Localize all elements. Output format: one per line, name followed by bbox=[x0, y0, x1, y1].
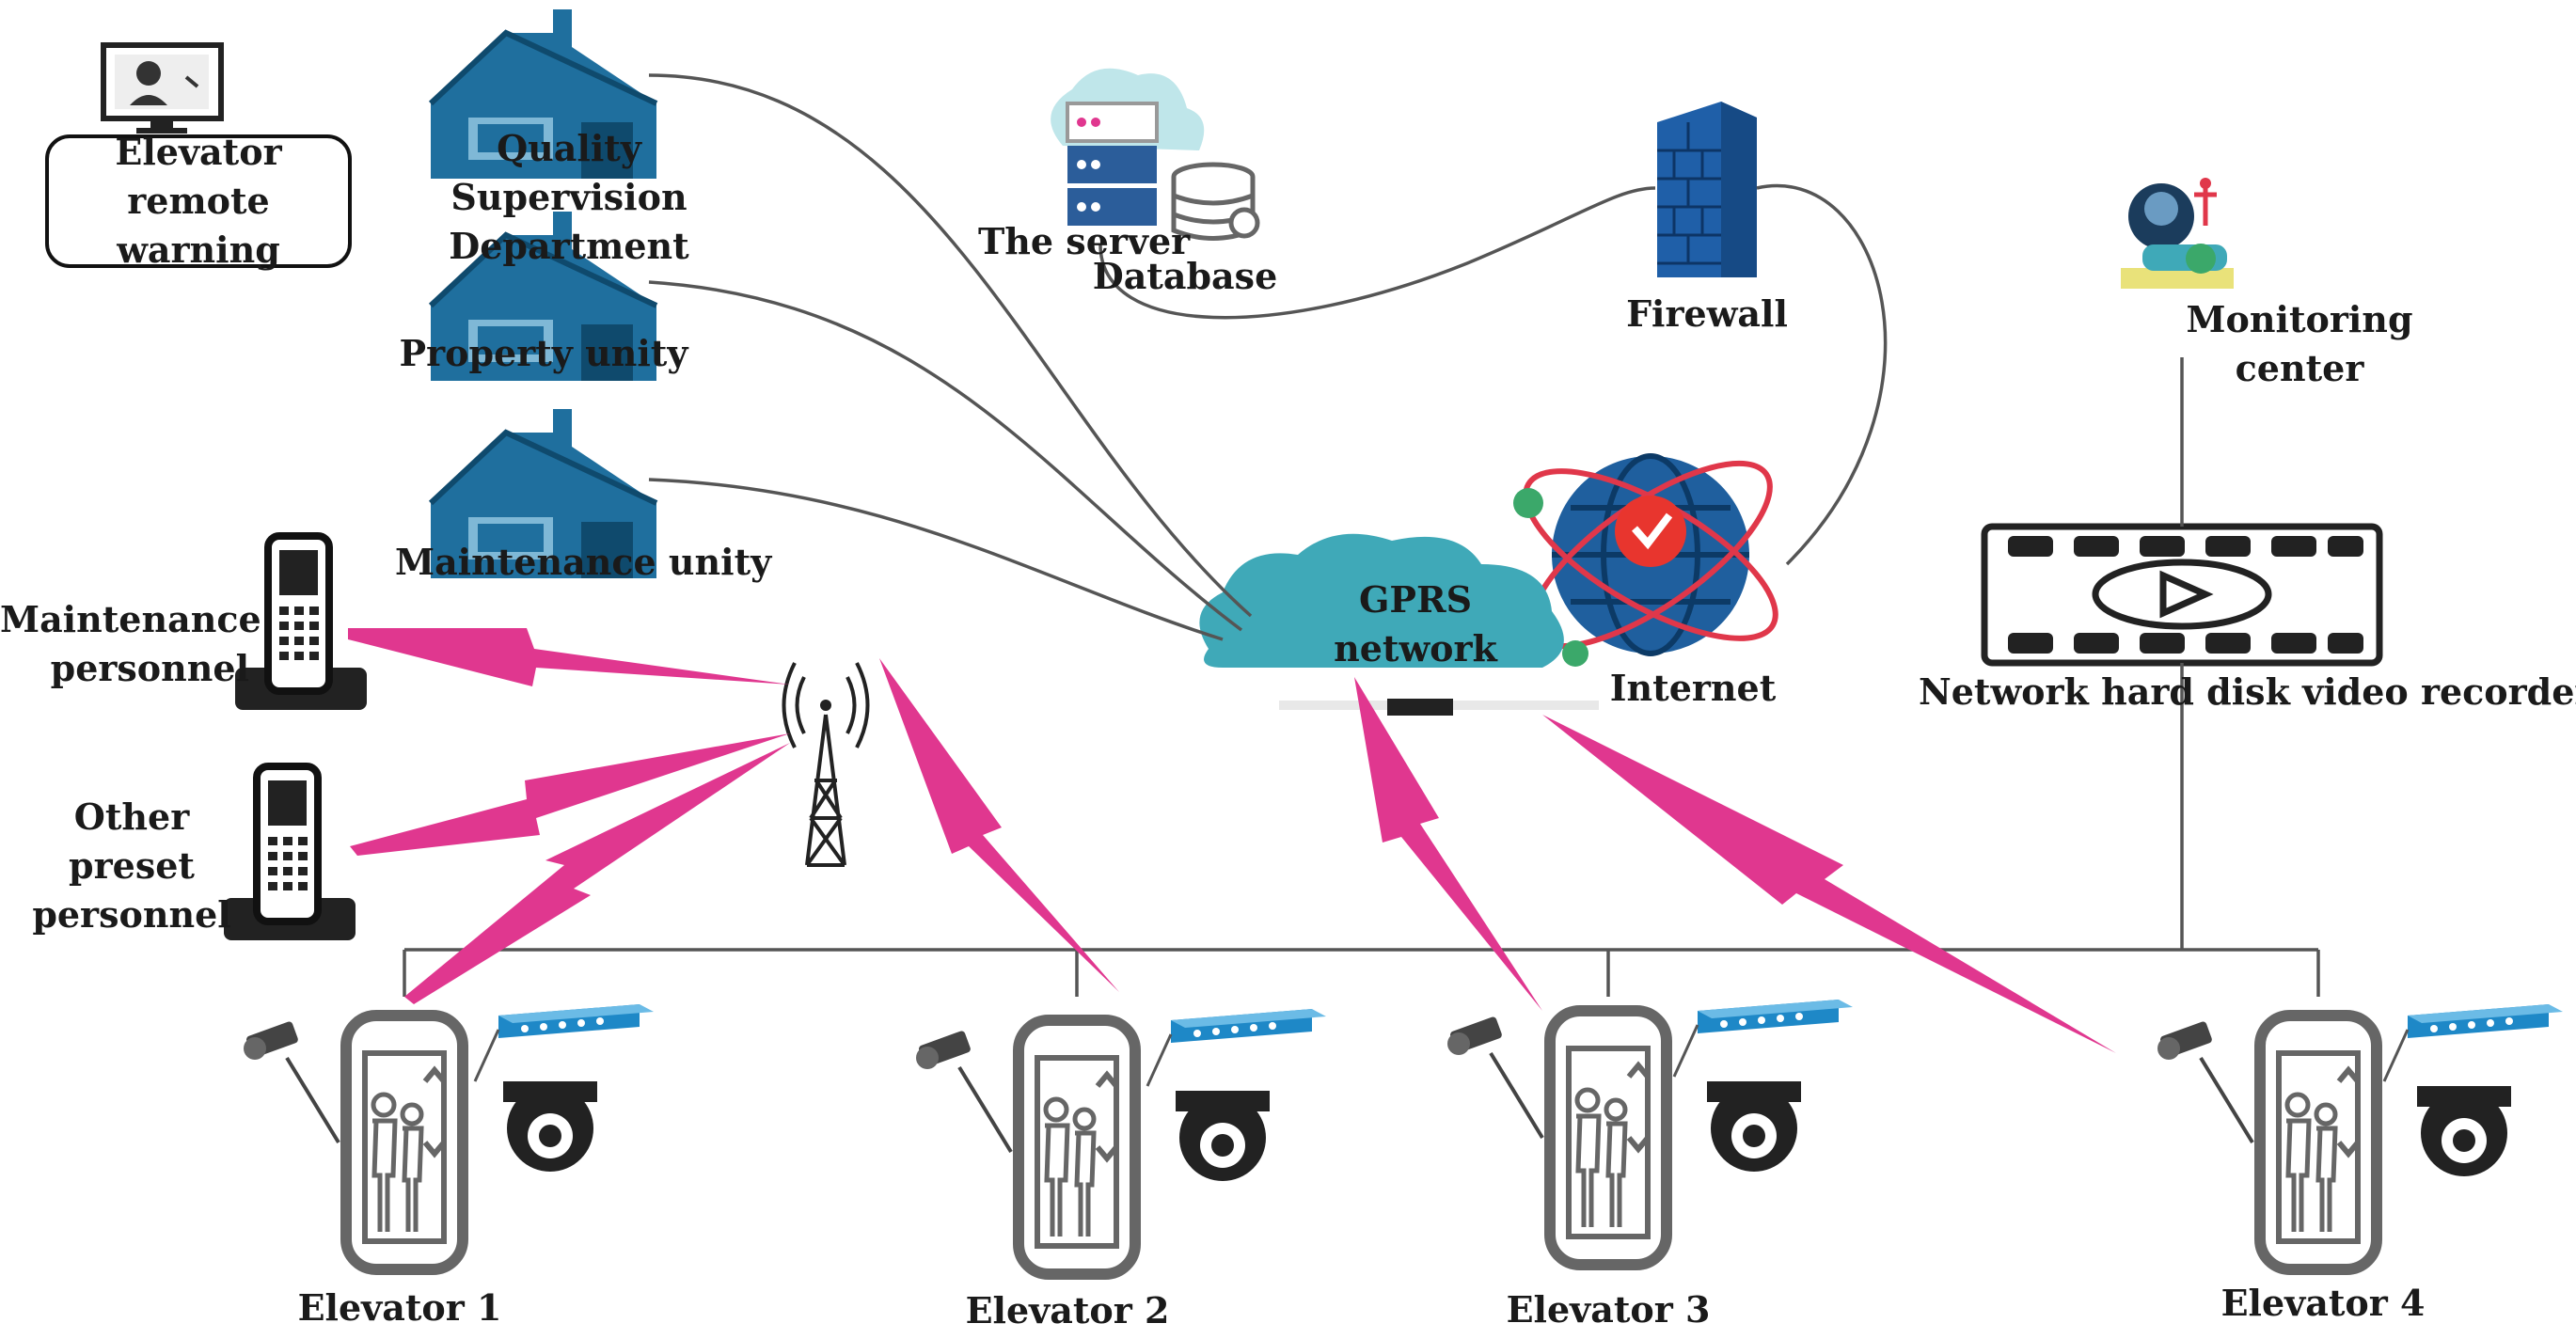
elevator-3-label: Elevator 3 bbox=[1506, 1288, 1711, 1331]
monitoring-center-label: Monitoring center bbox=[2186, 298, 2413, 389]
other-personnel-label: Other preset personnel bbox=[32, 796, 231, 936]
remote-warning-box: Elevator remote warning bbox=[45, 131, 352, 271]
property-unity-label: Property unity bbox=[399, 332, 688, 374]
gprs-network-label: GPRS network bbox=[1334, 578, 1497, 670]
video-recorder-icon bbox=[1981, 523, 2383, 667]
database-icon bbox=[1171, 162, 1260, 241]
elevator-1-label: Elevator 1 bbox=[297, 1286, 502, 1329]
quality-dept-label: Quality Supervision Department bbox=[449, 127, 689, 267]
server-stack-icon bbox=[1051, 68, 1205, 226]
nvr-label: Network hard disk video recorder bbox=[1919, 670, 2576, 713]
cloud-icon bbox=[1199, 533, 1599, 716]
wireless-signals bbox=[348, 628, 2116, 1053]
signal-tower-icon bbox=[782, 662, 870, 867]
network-links bbox=[403, 73, 2320, 997]
monitor-with-person-icon bbox=[101, 42, 224, 134]
maintenance-personnel-label: Maintenance personnel bbox=[0, 598, 261, 689]
elevator-4-label: Elevator 4 bbox=[2220, 1282, 2426, 1324]
elevator-2-label: Elevator 2 bbox=[965, 1289, 1170, 1331]
firewall-label: Firewall bbox=[1626, 292, 1788, 335]
database-label: Database bbox=[1092, 255, 1278, 297]
brick-wall-icon bbox=[1657, 102, 1757, 277]
internet-label: Internet bbox=[1609, 667, 1777, 709]
maintenance-unity-label: Maintenance unity bbox=[395, 541, 772, 583]
remote-warning-label: Elevator remote warning bbox=[115, 131, 282, 271]
server-label: The server bbox=[978, 220, 1191, 262]
monitoring-robot-icon bbox=[2121, 178, 2234, 289]
